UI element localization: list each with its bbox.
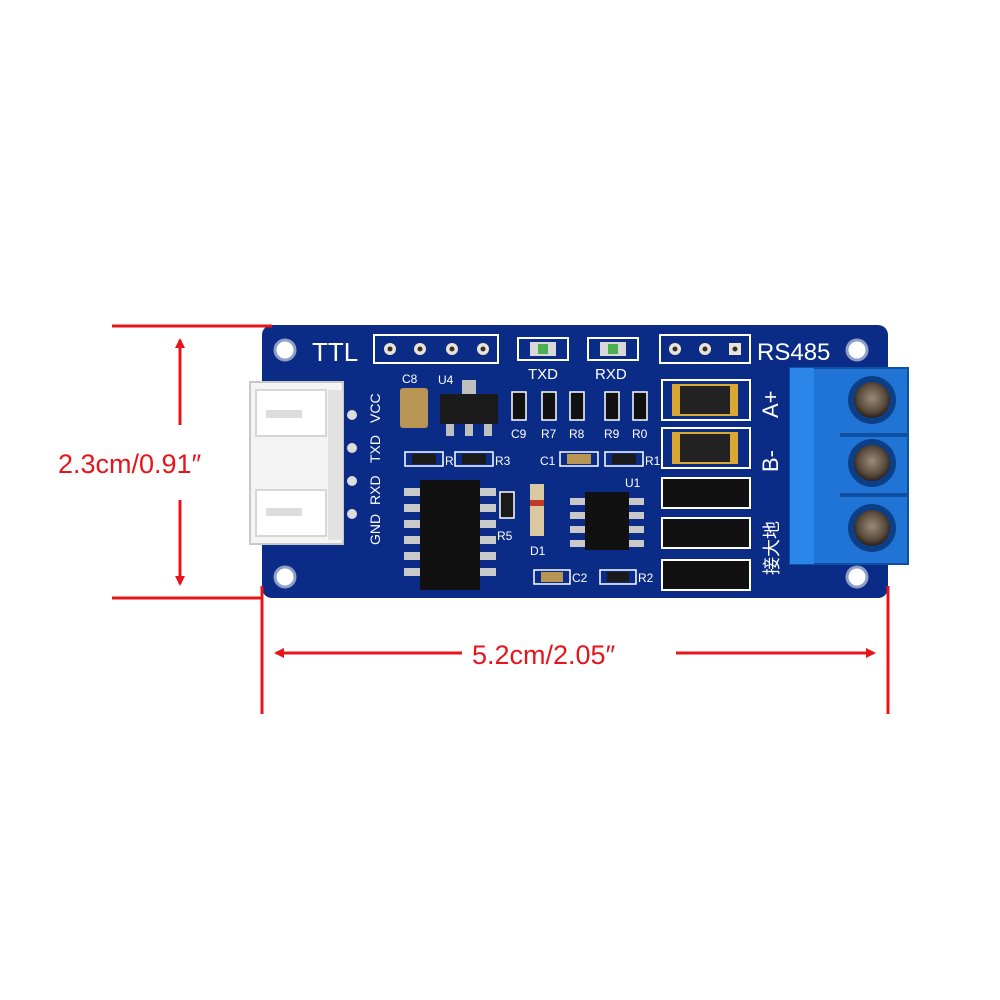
txd-led [517, 337, 569, 361]
rxd-led-label: RXD [595, 366, 627, 383]
label-r0: R0 [632, 427, 648, 441]
capacitor-c2 [533, 569, 571, 585]
diode-d1 [530, 484, 544, 536]
rs485-header [659, 334, 751, 364]
label-r2: R2 [638, 571, 654, 585]
terminal-label-b-minus: B- [758, 450, 783, 472]
label-c9: C9 [511, 427, 527, 441]
ttl-header [373, 334, 499, 364]
rs485-label: RS485 [757, 339, 830, 366]
mounting-holes [273, 338, 869, 589]
width-label: 5.2cm/2.05″ [472, 640, 616, 670]
label-r8: R8 [569, 427, 585, 441]
protection-components [661, 379, 751, 591]
label-r3: R3 [495, 454, 511, 468]
label-r7: R7 [541, 427, 557, 441]
width-dimension: 5.2cm/2.05″ [260, 586, 890, 714]
label-c8: C8 [402, 372, 418, 386]
screw-ground [854, 510, 890, 546]
ic-large [404, 480, 496, 590]
pin-label-gnd: GND [367, 514, 383, 545]
regulator-u4 [440, 380, 498, 436]
label-r: R [445, 454, 454, 468]
label-r1: R1 [645, 454, 661, 468]
screw-a [854, 382, 890, 418]
smd-row [511, 391, 648, 421]
pin-label-vcc: VCC [367, 393, 383, 423]
label-r9: R9 [604, 427, 620, 441]
ttl-label: TTL [312, 337, 358, 367]
label-r5: R5 [497, 529, 513, 543]
label-d1: D1 [530, 544, 546, 558]
pin-label-rxd: RXD [367, 475, 383, 505]
smd-row-2 [404, 451, 644, 467]
screw-b [854, 445, 890, 481]
label-c2: C2 [572, 571, 588, 585]
resistor-r5 [499, 491, 515, 519]
pin-label-txd: TXD [367, 435, 383, 463]
ic-u1 [570, 492, 644, 550]
pcb-board: TTL TXD RXD RS485 [249, 325, 909, 598]
terminal-label-a-plus: A+ [758, 390, 783, 418]
capacitor-c8 [400, 388, 428, 428]
height-dimension: 2.3cm/0.91″ [58, 324, 272, 600]
terminal-label-ground: 接大地 [762, 521, 782, 575]
label-c1: C1 [540, 454, 556, 468]
height-label: 2.3cm/0.91″ [58, 449, 202, 479]
label-u1: U1 [625, 476, 641, 490]
rxd-led [587, 337, 639, 361]
txd-led-label: TXD [528, 366, 558, 383]
resistor-r2 [599, 569, 637, 585]
label-u4: U4 [438, 373, 454, 387]
jst-connector [249, 381, 357, 545]
screw-terminal-block [789, 367, 909, 565]
